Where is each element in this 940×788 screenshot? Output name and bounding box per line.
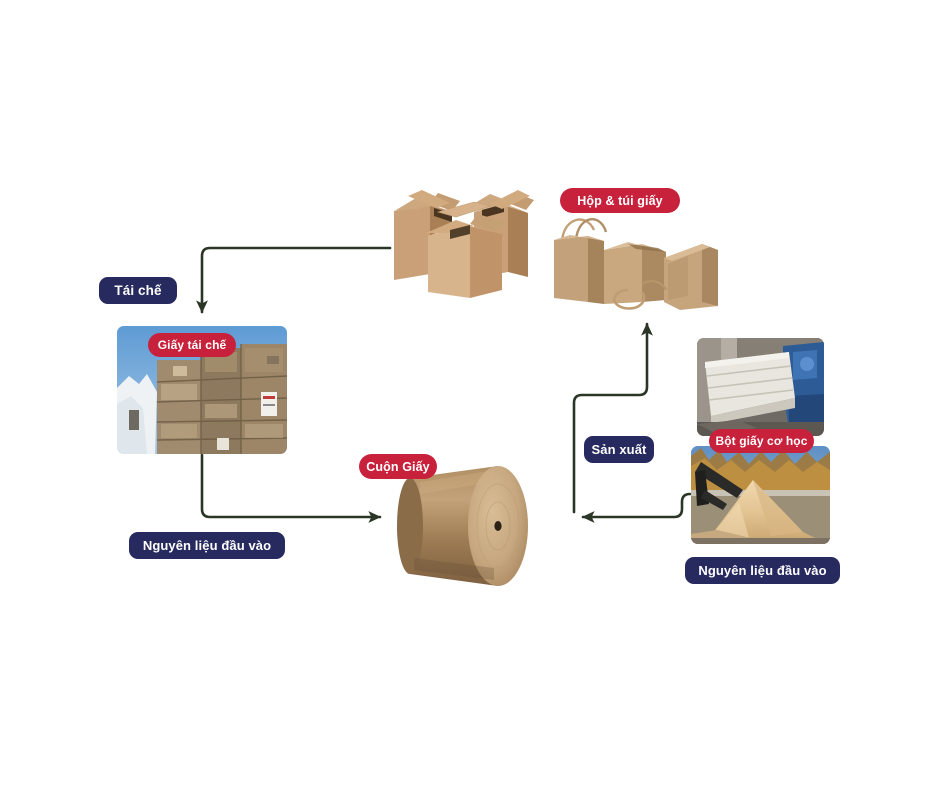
wood-chips-pile-photo	[691, 446, 830, 544]
flow-woodchips-to-roll	[581, 492, 692, 523]
cardboard-boxes-image	[378, 176, 538, 300]
item-label-mechanical-pulp[interactable]: Bột giấy cơ học	[709, 429, 814, 453]
item-label-paper-boxes-bags[interactable]: Hộp & túi giấy	[560, 188, 680, 213]
item-label-paper-boxes-bags-text: Hộp & túi giấy	[577, 193, 663, 208]
mechanical-pulp-bale-photo	[697, 338, 824, 436]
process-label-production[interactable]: Sản xuất	[584, 436, 654, 463]
process-label-recycling-text: Tái chế	[114, 283, 162, 298]
item-label-recycled-paper[interactable]: Giấy tái chế	[148, 333, 236, 357]
process-label-raw-right-text: Nguyên liệu đầu vào	[698, 563, 827, 578]
item-label-mechanical-pulp-text: Bột giấy cơ học	[715, 434, 808, 448]
process-label-production-text: Sản xuất	[591, 442, 647, 457]
item-label-paper-roll-text: Cuộn Giấy	[366, 459, 430, 474]
kraft-paper-roll-image	[394, 452, 544, 600]
process-label-raw-left-text: Nguyên liệu đầu vào	[142, 538, 272, 553]
paper-bags-image	[542, 206, 726, 316]
item-label-paper-roll[interactable]: Cuộn Giấy	[359, 454, 437, 479]
process-label-recycling[interactable]: Tái chế	[99, 277, 177, 304]
item-label-recycled-paper-text: Giấy tái chế	[157, 338, 227, 352]
flow-recycled-to-roll	[200, 453, 382, 523]
flow-boxes-to-recycled	[196, 246, 392, 314]
flow-roll-to-bags	[572, 322, 653, 514]
process-label-raw-left[interactable]: Nguyên liệu đầu vào	[129, 532, 285, 559]
process-label-raw-right[interactable]: Nguyên liệu đầu vào	[685, 557, 840, 584]
